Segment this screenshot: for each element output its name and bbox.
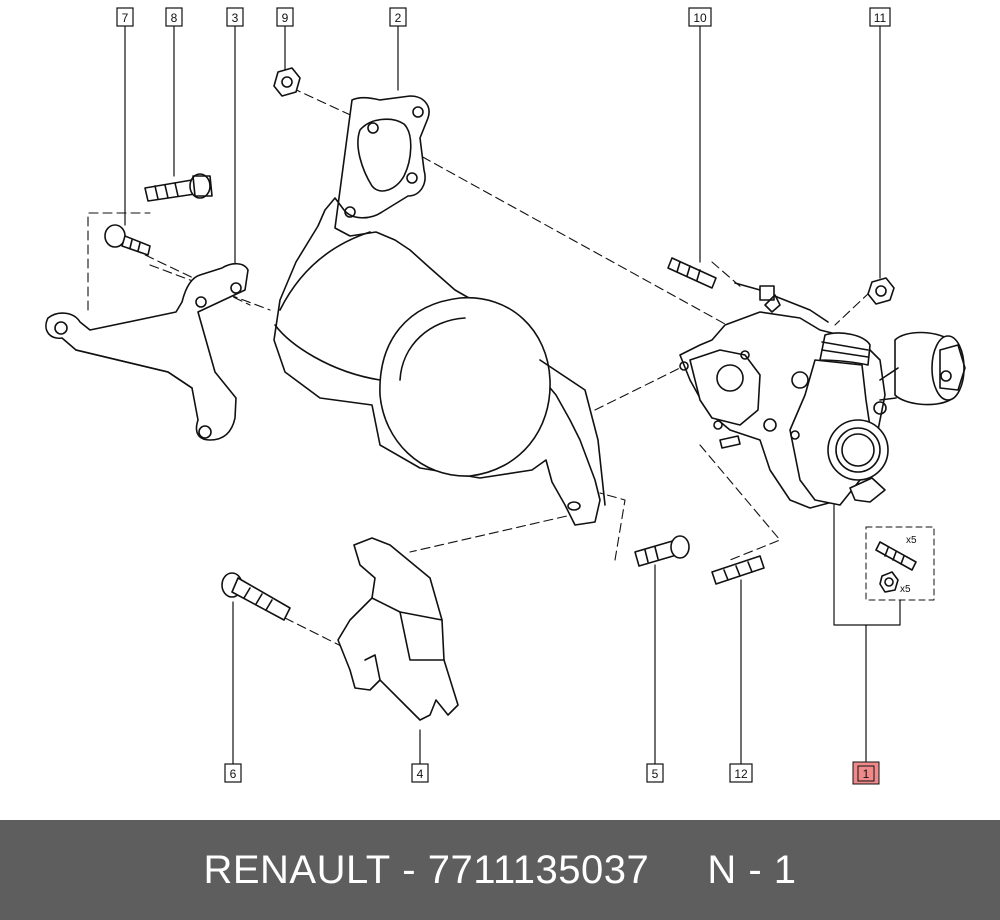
heat-shield-part-4	[337, 537, 459, 721]
callout-11-label: 11	[874, 11, 887, 25]
kit-nuts-qty: x5	[900, 584, 911, 595]
catalytic-converter-part-2	[273, 95, 606, 526]
callout-7-label: 7	[122, 11, 129, 25]
callout-4[interactable]: 4	[411, 763, 429, 783]
bolt-part-7	[104, 224, 151, 256]
callout-11[interactable]: 11	[869, 7, 891, 27]
callout-6[interactable]: 6	[224, 763, 242, 783]
footer-caption: RENAULT - 7711135037 N - 1	[0, 820, 1000, 920]
callout-5[interactable]: 5	[646, 763, 664, 783]
leader-lines	[124, 26, 901, 765]
callout-9-label: 9	[282, 11, 289, 25]
callout-3[interactable]: 3	[226, 7, 244, 27]
stud-part-12	[711, 555, 765, 585]
callout-1-highlighted[interactable]: 1	[852, 761, 880, 785]
separator: -	[402, 847, 417, 892]
bracket-part-3	[45, 262, 249, 441]
parts-diagram: x5 x5 7 8 3 9 2 10 11 6 4 5 12	[45, 7, 966, 785]
callout-9[interactable]: 9	[276, 7, 294, 27]
callout-10-label: 10	[693, 11, 707, 25]
bolt-part-6	[221, 572, 291, 621]
bolt-part-5	[634, 535, 690, 567]
kit-studs-qty: x5	[906, 535, 917, 546]
callout-8-label: 8	[171, 11, 178, 25]
footer-bar: RENAULT - 7711135037 N - 1	[0, 820, 1000, 920]
callout-12[interactable]: 12	[729, 763, 753, 783]
stud-part-10	[667, 257, 717, 289]
nut-part-9	[273, 67, 301, 97]
turbocharger-part-1	[679, 282, 966, 509]
brand-name: RENAULT	[203, 847, 391, 892]
callout-2[interactable]: 2	[389, 7, 407, 27]
callout-5-label: 5	[652, 767, 659, 781]
callout-3-label: 3	[232, 11, 239, 25]
washer-nut-part-11	[867, 277, 895, 305]
callout-4-label: 4	[417, 767, 424, 781]
fastener-kit-box	[865, 526, 935, 601]
callout-1-label: 1	[863, 767, 870, 781]
callout-7[interactable]: 7	[116, 7, 134, 27]
footer-suffix: N - 1	[707, 847, 797, 892]
callout-12-label: 12	[734, 767, 748, 781]
callout-2-label: 2	[395, 11, 402, 25]
callout-6-label: 6	[230, 767, 237, 781]
callout-8[interactable]: 8	[165, 7, 183, 27]
part-number: 7711135037	[427, 847, 650, 892]
bolt-part-8	[144, 173, 213, 202]
callout-10[interactable]: 10	[688, 7, 712, 27]
